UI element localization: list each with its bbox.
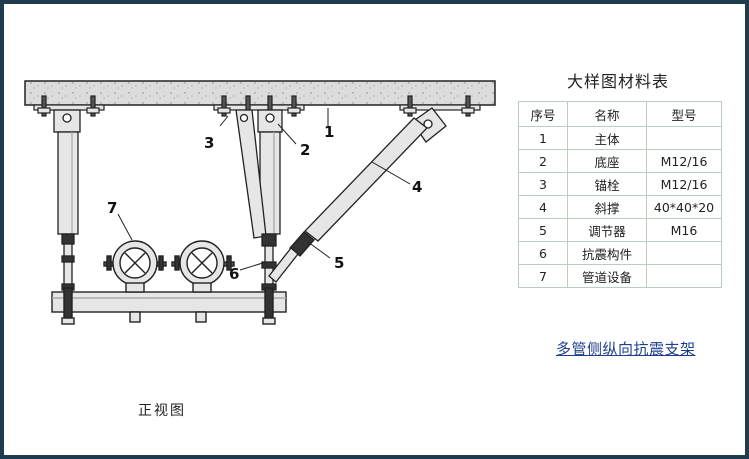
cell-name: 调节器 [567, 218, 647, 242]
callout-6: 6 [229, 265, 239, 283]
table-row: 3 锚栓 M12/16 [518, 172, 722, 196]
cell-model: M12/16 [646, 172, 722, 196]
header-no: 序号 [518, 101, 568, 127]
cell-no: 6 [518, 241, 568, 265]
callout-4: 4 [412, 178, 422, 196]
cell-name: 底座 [567, 149, 647, 173]
cell-name: 斜撑 [567, 195, 647, 219]
cell-model: M16 [646, 218, 722, 242]
callout-5: 5 [334, 254, 344, 272]
base-plate-right [399, 95, 481, 117]
cell-no: 2 [518, 149, 568, 173]
diagonal-brace [268, 107, 447, 283]
materials-table: 序号 名称 型号 1 主体 2 底座 M12/16 3 锚栓 M12/16 4 … [518, 101, 722, 288]
table-row: 5 调节器 M16 [518, 218, 722, 242]
header-name: 名称 [567, 101, 647, 127]
cell-no: 4 [518, 195, 568, 219]
callout-7: 7 [107, 199, 117, 217]
cell-name: 主体 [567, 126, 647, 150]
pipe-right [171, 240, 235, 293]
cell-name: 管道设备 [567, 264, 647, 288]
header-model: 型号 [646, 101, 722, 127]
center-hanger [235, 109, 283, 293]
cross-beam [51, 287, 287, 325]
cell-no: 3 [518, 172, 568, 196]
callout-3: 3 [204, 134, 214, 152]
cell-no: 1 [518, 126, 568, 150]
pipe-left [103, 240, 167, 293]
table-row: 6 抗震构件 [518, 241, 722, 265]
left-hanger [53, 109, 81, 293]
cell-no: 7 [518, 264, 568, 288]
concrete-slab [24, 80, 496, 106]
callout-1: 1 [324, 123, 334, 141]
cell-no: 5 [518, 218, 568, 242]
cell-model [646, 264, 722, 288]
cell-name: 锚栓 [567, 172, 647, 196]
table-row: 2 底座 M12/16 [518, 149, 722, 173]
table-row: 7 管道设备 [518, 264, 722, 288]
table-row: 1 主体 [518, 126, 722, 150]
cell-model: M12/16 [646, 149, 722, 173]
callout-2: 2 [300, 141, 310, 159]
cell-model [646, 241, 722, 265]
drawing-caption-link[interactable]: 多管侧纵向抗震支架 [556, 340, 696, 358]
table-title: 大样图材料表 [566, 72, 669, 91]
view-label: 正视图 [138, 403, 186, 419]
cell-model [646, 126, 722, 150]
cell-name: 抗震构件 [567, 241, 647, 265]
table-row: 4 斜撑 40*40*20 [518, 195, 722, 219]
cell-model: 40*40*20 [646, 195, 722, 219]
leader-lines [117, 108, 411, 271]
table-header-row: 序号 名称 型号 [518, 101, 722, 127]
